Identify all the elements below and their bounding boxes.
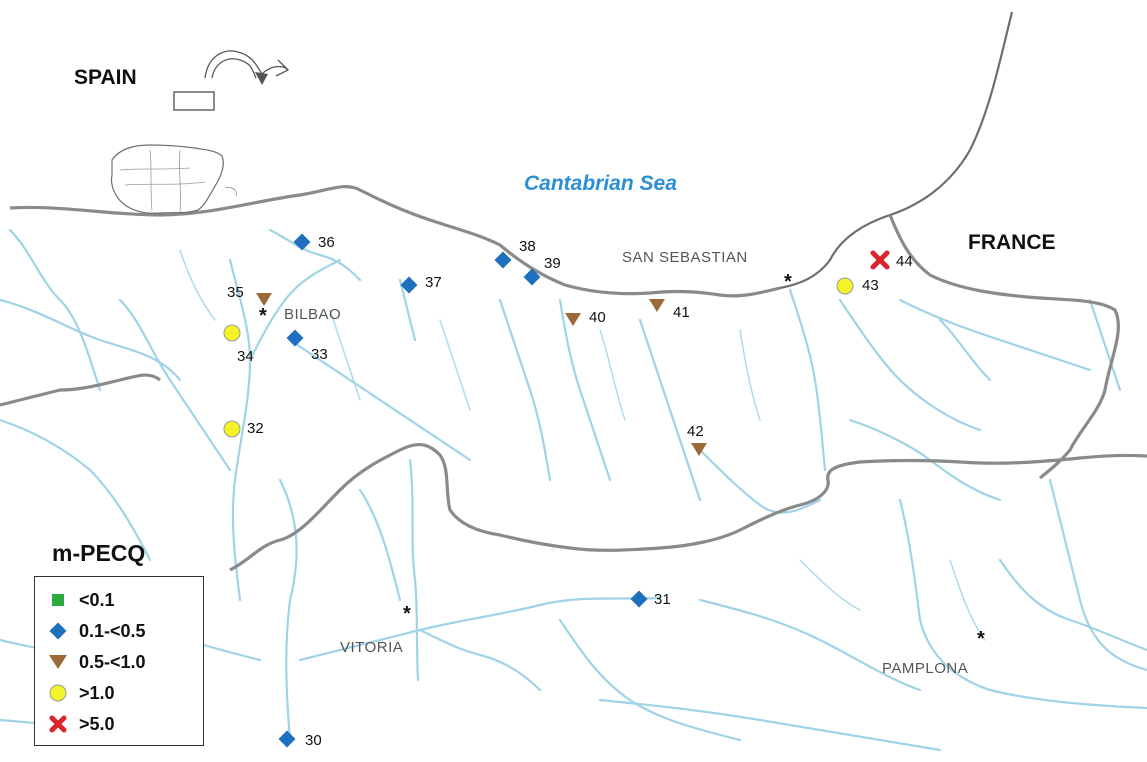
svg-text:44: 44 (896, 253, 913, 270)
svg-text:32: 32 (247, 420, 264, 437)
triangle-down-icon (691, 443, 707, 456)
coastline (779, 11, 1014, 290)
city-label-pamplona: PAMPLONA (882, 660, 968, 677)
site-41: 41 (649, 299, 690, 321)
circle-icon (45, 680, 71, 706)
diamond-icon (400, 276, 418, 294)
boundary-line (0, 373, 161, 407)
legend-item-0-5-1-0: 0.5-<1.0 (45, 649, 146, 675)
svg-text:40: 40 (589, 309, 606, 326)
site-43: 43 (836, 277, 879, 295)
site-34: 34 (223, 324, 254, 365)
diamond-icon (286, 329, 304, 347)
diamond-icon (494, 251, 512, 269)
svg-text:41: 41 (673, 304, 690, 321)
svg-text:38: 38 (519, 238, 536, 255)
legend-item-lt-0-1: <0.1 (45, 587, 115, 613)
site-40: 40 (565, 309, 606, 326)
triangle-down-icon (256, 293, 272, 306)
city-marker-pamplona: * PAMPLONA (882, 628, 985, 677)
site-30: 30 (278, 730, 322, 749)
legend-item-gt-5-0: >5.0 (45, 711, 115, 737)
city-marker-bilbao: * BILBAO (259, 305, 341, 327)
diamond-icon (523, 268, 541, 286)
site-32: 32 (223, 420, 264, 438)
diamond-icon (293, 233, 311, 251)
svg-text:35: 35 (227, 284, 244, 301)
diamond-icon (278, 730, 296, 748)
boundary-line (9, 185, 781, 298)
site-31: 31 (630, 590, 671, 608)
river-network (0, 228, 1147, 752)
boundary-line (229, 442, 1147, 572)
city-star-icon: * (977, 628, 985, 650)
circle-icon (836, 277, 854, 295)
site-44: 44 (870, 250, 913, 270)
cross-icon (45, 711, 71, 737)
city-star-icon: * (403, 603, 411, 625)
inset-highlight-box (173, 91, 215, 111)
label-france: FRANCE (968, 231, 1056, 254)
site-38: 38 (494, 238, 536, 269)
svg-text:39: 39 (544, 255, 561, 272)
svg-text:37: 37 (425, 274, 442, 291)
legend-item-gt-1-0: >1.0 (45, 680, 115, 706)
legend-item-0-1-0-5: 0.1-<0.5 (45, 618, 146, 644)
city-marker-san-sebastian: * SAN SEBASTIAN (622, 249, 792, 293)
triangle-down-icon (649, 299, 665, 312)
city-marker-vitoria: * VITORIA (340, 603, 411, 656)
circle-icon (223, 324, 241, 342)
svg-text:36: 36 (318, 234, 335, 251)
svg-text:31: 31 (654, 591, 671, 608)
svg-text:43: 43 (862, 277, 879, 294)
svg-text:34: 34 (237, 348, 254, 365)
triangle-down-icon (45, 649, 71, 675)
site-39: 39 (523, 255, 561, 286)
legend-title: m-PECQ (52, 540, 146, 566)
legend: <0.1 0.1-<0.5 0.5-<1.0 >1.0 (34, 576, 204, 746)
site-33: 33 (286, 329, 328, 363)
square-icon (45, 587, 71, 613)
cross-icon (870, 250, 890, 270)
city-star-icon: * (259, 305, 267, 327)
city-star-icon: * (784, 271, 792, 293)
label-cantabrian-sea: Cantabrian Sea (524, 172, 677, 195)
site-37: 37 (400, 274, 442, 294)
site-36: 36 (293, 233, 335, 251)
diamond-icon (45, 618, 71, 644)
svg-text:30: 30 (305, 732, 322, 749)
boundary-line (888, 214, 1120, 480)
diamond-icon (630, 590, 648, 608)
city-label-vitoria: VITORIA (340, 639, 403, 656)
svg-text:33: 33 (311, 346, 328, 363)
circle-icon (223, 420, 241, 438)
site-35: 35 (227, 284, 272, 306)
city-label-san-sebastian: SAN SEBASTIAN (622, 249, 748, 266)
inset-spain-map (110, 50, 290, 214)
svg-text:42: 42 (687, 423, 704, 440)
label-spain: SPAIN (74, 66, 137, 89)
site-42: 42 (687, 423, 707, 456)
triangle-down-icon (565, 313, 581, 326)
city-label-bilbao: BILBAO (284, 306, 341, 323)
